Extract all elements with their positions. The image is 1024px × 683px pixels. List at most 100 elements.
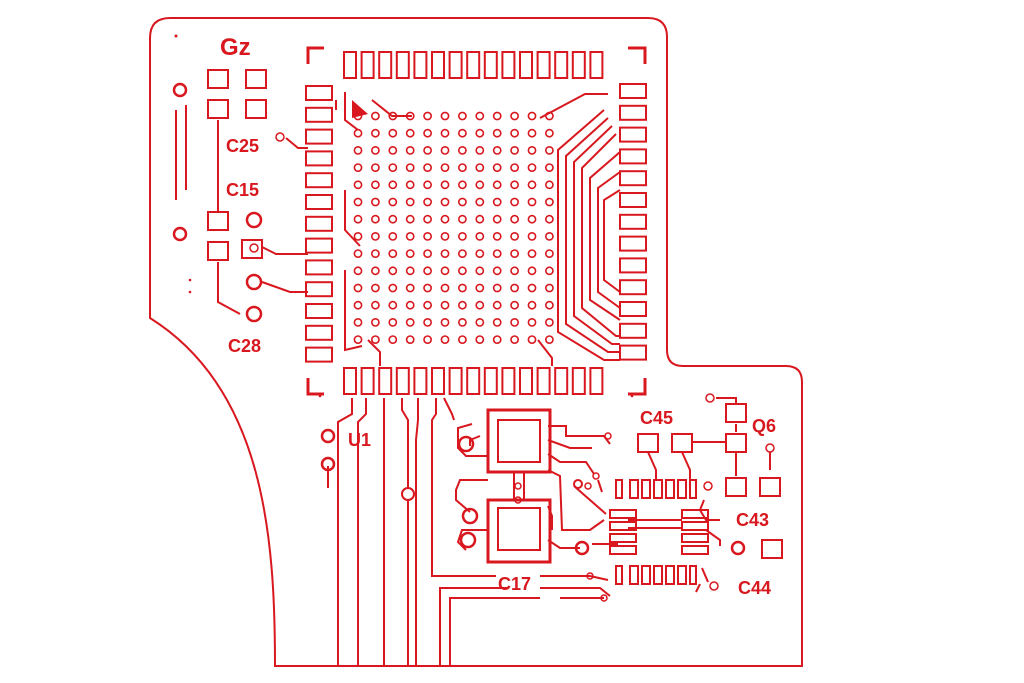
qfp-pad-bottom	[483, 367, 498, 395]
bga-ball	[527, 214, 537, 224]
bga-ball	[475, 128, 485, 138]
bga-ball	[405, 317, 415, 327]
qfp-pad-top	[554, 51, 569, 79]
bga-ball	[545, 163, 554, 172]
bga-ball	[388, 283, 398, 293]
bga-ball	[545, 180, 554, 190]
bga-ball	[457, 300, 467, 310]
qfp-pad-top	[466, 51, 481, 79]
bga-ball	[527, 283, 537, 293]
bga-ball	[423, 335, 432, 344]
label-q6: Q6	[752, 416, 776, 436]
qfp-pad-bottom	[360, 367, 375, 395]
bga-ball	[545, 300, 554, 310]
bga-ball	[440, 249, 450, 258]
qfp-pad-left	[305, 281, 333, 298]
bga-ball	[510, 163, 519, 172]
qfp-pad-bottom	[571, 367, 586, 395]
bga-ball	[353, 266, 363, 276]
qfp-pad-left	[305, 150, 333, 167]
bga-ball	[423, 197, 432, 207]
qfp-pad-top	[395, 51, 410, 79]
qfp-pad-top	[378, 51, 393, 79]
bga-ball	[353, 283, 363, 293]
qfp-pad-left	[305, 106, 333, 123]
bga-ball	[475, 197, 485, 207]
qfp-pad-top	[431, 51, 445, 79]
bga-ball	[492, 231, 502, 241]
bga-ball	[405, 145, 415, 155]
label-u1: U1	[348, 430, 371, 450]
bga-ball	[510, 335, 519, 344]
bga-ball	[440, 163, 450, 172]
bga-ball	[475, 231, 485, 241]
bga-ball	[353, 231, 363, 241]
bga-ball	[388, 317, 398, 327]
bga-ball	[405, 180, 415, 190]
bga-ball	[440, 128, 450, 138]
bga-ball	[510, 197, 519, 207]
qfp-pad-top	[501, 51, 516, 79]
qfp-pad-top	[519, 51, 533, 79]
bga-ball	[440, 111, 450, 121]
dot-marks	[174, 34, 634, 398]
bga-ball	[440, 283, 450, 293]
bga-ball	[545, 128, 554, 138]
bga-ball	[440, 180, 450, 190]
qfp-pad-right	[619, 126, 647, 143]
bga-ball	[370, 249, 380, 258]
bga-ball	[370, 197, 380, 207]
bga-ball	[510, 231, 519, 241]
bga-ball	[353, 180, 363, 190]
bga-ball	[475, 335, 485, 344]
bga-ball	[423, 180, 432, 190]
bga-ball	[492, 266, 502, 276]
bga-ball	[457, 145, 467, 155]
bga-ball	[353, 128, 363, 138]
bga-ball	[492, 111, 502, 121]
bga-ball	[492, 300, 502, 310]
bga-ball	[457, 335, 467, 344]
qfp-pad-top	[589, 51, 604, 79]
bga-ball	[492, 197, 502, 207]
bga-ball	[423, 163, 432, 172]
board-outline	[149, 17, 803, 667]
bga-ball	[527, 111, 537, 121]
bga-ball	[527, 180, 537, 190]
bga-ball	[405, 300, 415, 310]
vias	[172, 82, 746, 556]
bga-ball	[545, 145, 554, 155]
bga-ball	[492, 283, 502, 293]
bga-ball	[353, 249, 363, 258]
bga-ball	[423, 249, 432, 258]
qfp-pad-left	[305, 194, 333, 210]
bga-ball	[527, 266, 537, 276]
bga-ball	[527, 317, 537, 327]
label-c43: C43	[736, 510, 769, 530]
qfp-pad-left	[305, 128, 333, 145]
components	[207, 69, 783, 585]
qfp-pads	[305, 51, 647, 395]
qfp-pad-top	[571, 51, 586, 79]
bga-ball	[423, 128, 432, 138]
bga-ball	[510, 249, 519, 258]
bga-ball	[492, 163, 502, 172]
qfp-pad-left	[305, 172, 333, 189]
bga-ball	[388, 231, 398, 241]
qfp-pad-bottom	[536, 367, 551, 395]
bga-ball	[492, 335, 502, 344]
bga-ball	[388, 145, 398, 155]
bga-ball	[545, 283, 554, 293]
bga-ball	[423, 111, 432, 121]
qfp-pad-left	[305, 215, 333, 232]
bga-ball	[370, 145, 380, 155]
bga-ball	[527, 249, 537, 258]
qfp-pad-right	[619, 213, 647, 230]
bga-ball	[423, 231, 432, 241]
bga-ball	[405, 197, 415, 207]
bga-ball	[475, 214, 485, 224]
bga-ball	[353, 335, 363, 344]
bga-ball	[405, 163, 415, 172]
bga-ball	[510, 283, 519, 293]
bga-ball	[405, 231, 415, 241]
